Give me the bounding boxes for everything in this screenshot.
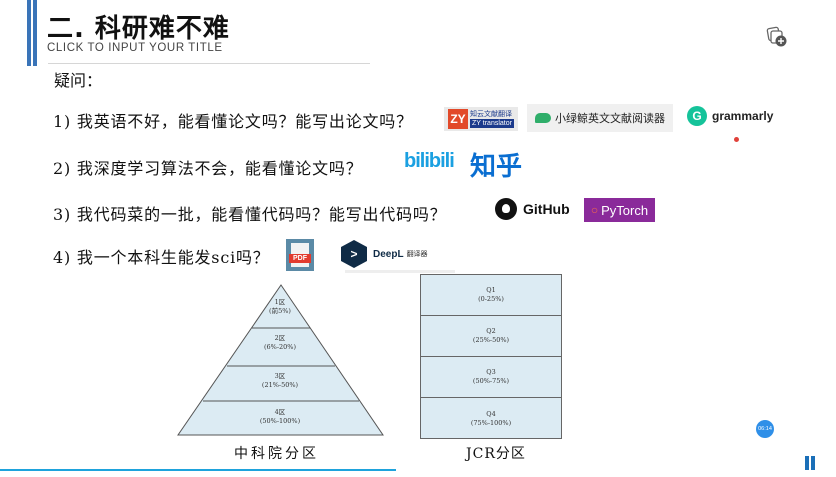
cas-caption: 中科院分区 <box>234 446 319 462</box>
jcr-caption: JCR分区 <box>466 446 526 462</box>
jcr-tier-3-name: Q3 <box>486 368 496 376</box>
jcr-tier-1-name: Q1 <box>486 286 496 294</box>
zy-translator-logo: ZY 知云文献翻译 ZY translator <box>444 107 518 131</box>
pdf-label: PDF <box>289 254 311 263</box>
pyramid-shape <box>177 284 384 436</box>
jcr-tier-3-range: (50%-75%) <box>472 377 510 385</box>
question-4: 4) 我一个本科生能发sci吗？ <box>53 248 270 267</box>
deepl-underline <box>345 270 455 273</box>
cas-tier-1-name: 1区 <box>274 298 286 306</box>
deepl-name: DeepL <box>373 248 404 260</box>
cas-tier-1-range: (前5%) <box>269 307 291 315</box>
pytorch-logo: ○ PyTorch <box>584 198 655 222</box>
question-1: 1) 我英语不好，能看懂论文吗？能写出论文吗？ <box>53 112 413 131</box>
whale-name: 小绿鲸英文文献阅读器 <box>555 112 665 125</box>
deepl-icon: > <box>341 240 367 268</box>
cas-tier-4: 4区 (50%-100%) <box>240 408 320 426</box>
jcr-table: Q1 (0-25%) Q2 (25%-50%) Q3 (50%-75%) Q4 … <box>420 274 562 439</box>
slide-title: 二. 科研难不难 <box>47 14 230 44</box>
cas-tier-4-name: 4区 <box>274 408 286 416</box>
deepl-sub: 翻译器 <box>406 251 428 258</box>
zhihu-logo: 知乎 <box>470 152 523 182</box>
github-logo: GitHub <box>495 198 570 220</box>
grammarly-name: grammarly <box>712 109 774 123</box>
jcr-tier-2: Q2 (25%-50%) <box>421 316 561 357</box>
cursor-dot <box>734 137 739 142</box>
cas-tier-4-range: (50%-100%) <box>259 417 301 425</box>
cas-tier-1: 1区 (前5%) <box>245 298 315 316</box>
jcr-tier-1-range: (0-25%) <box>478 295 504 303</box>
jcr-tier-4-name: Q4 <box>486 409 496 418</box>
timestamp-badge[interactable]: 06:14 <box>756 420 774 438</box>
title-divider <box>48 63 370 64</box>
jcr-tier-4-range: (75%-100%) <box>470 418 512 427</box>
cas-tier-2-name: 2区 <box>274 334 286 342</box>
zy-badge-icon: ZY <box>448 109 469 129</box>
progress-line <box>0 469 396 471</box>
questions-header: 疑问： <box>54 71 103 90</box>
grammarly-logo: G grammarly <box>687 104 773 128</box>
pytorch-flame-icon: ○ <box>590 203 599 217</box>
zy-sub: ZY translator <box>470 119 514 128</box>
jcr-tier-2-range: (25%-50%) <box>472 336 510 344</box>
grammarly-icon: G <box>687 106 707 126</box>
jcr-tier-1: Q1 (0-25%) <box>421 275 561 316</box>
cas-pyramid <box>177 284 384 436</box>
pytorch-name: PyTorch <box>601 202 649 218</box>
deepl-logo: > DeepL 翻译器 <box>341 237 428 271</box>
cas-tier-2-range: (6%-20%) <box>263 343 297 351</box>
question-3: 3) 我代码菜的一批，能看懂代码吗？能写出代码吗？ <box>53 205 447 224</box>
add-slide-icon[interactable] <box>766 26 788 48</box>
pdf-icon: PDF <box>286 239 314 271</box>
cas-tier-3-name: 3区 <box>274 372 286 380</box>
bilibili-logo: bilibili <box>404 150 455 172</box>
jcr-tier-2-name: Q2 <box>486 327 496 335</box>
jcr-tier-3: Q3 (50%-75%) <box>421 357 561 398</box>
title-accent-bar-2 <box>33 0 37 66</box>
question-2: 2) 我深度学习算法不会，能看懂论文吗？ <box>53 159 363 178</box>
github-icon <box>495 198 517 220</box>
github-name: GitHub <box>523 201 570 217</box>
cas-tier-3-range: (21%-50%) <box>261 381 299 389</box>
title-accent-bar <box>27 0 31 66</box>
cas-tier-3: 3区 (21%-50%) <box>240 372 320 390</box>
cas-tier-2: 2区 (6%-20%) <box>245 334 315 352</box>
whale-reader-logo: 小绿鲸英文文献阅读器 <box>527 104 673 132</box>
pause-icon[interactable] <box>805 456 817 470</box>
jcr-tier-4: Q4 (75%-100%) <box>421 398 561 439</box>
zy-name: 知云文献翻译 <box>470 111 513 118</box>
slide-subtitle: CLICK TO INPUT YOUR TITLE <box>47 42 223 54</box>
whale-icon <box>535 113 551 123</box>
